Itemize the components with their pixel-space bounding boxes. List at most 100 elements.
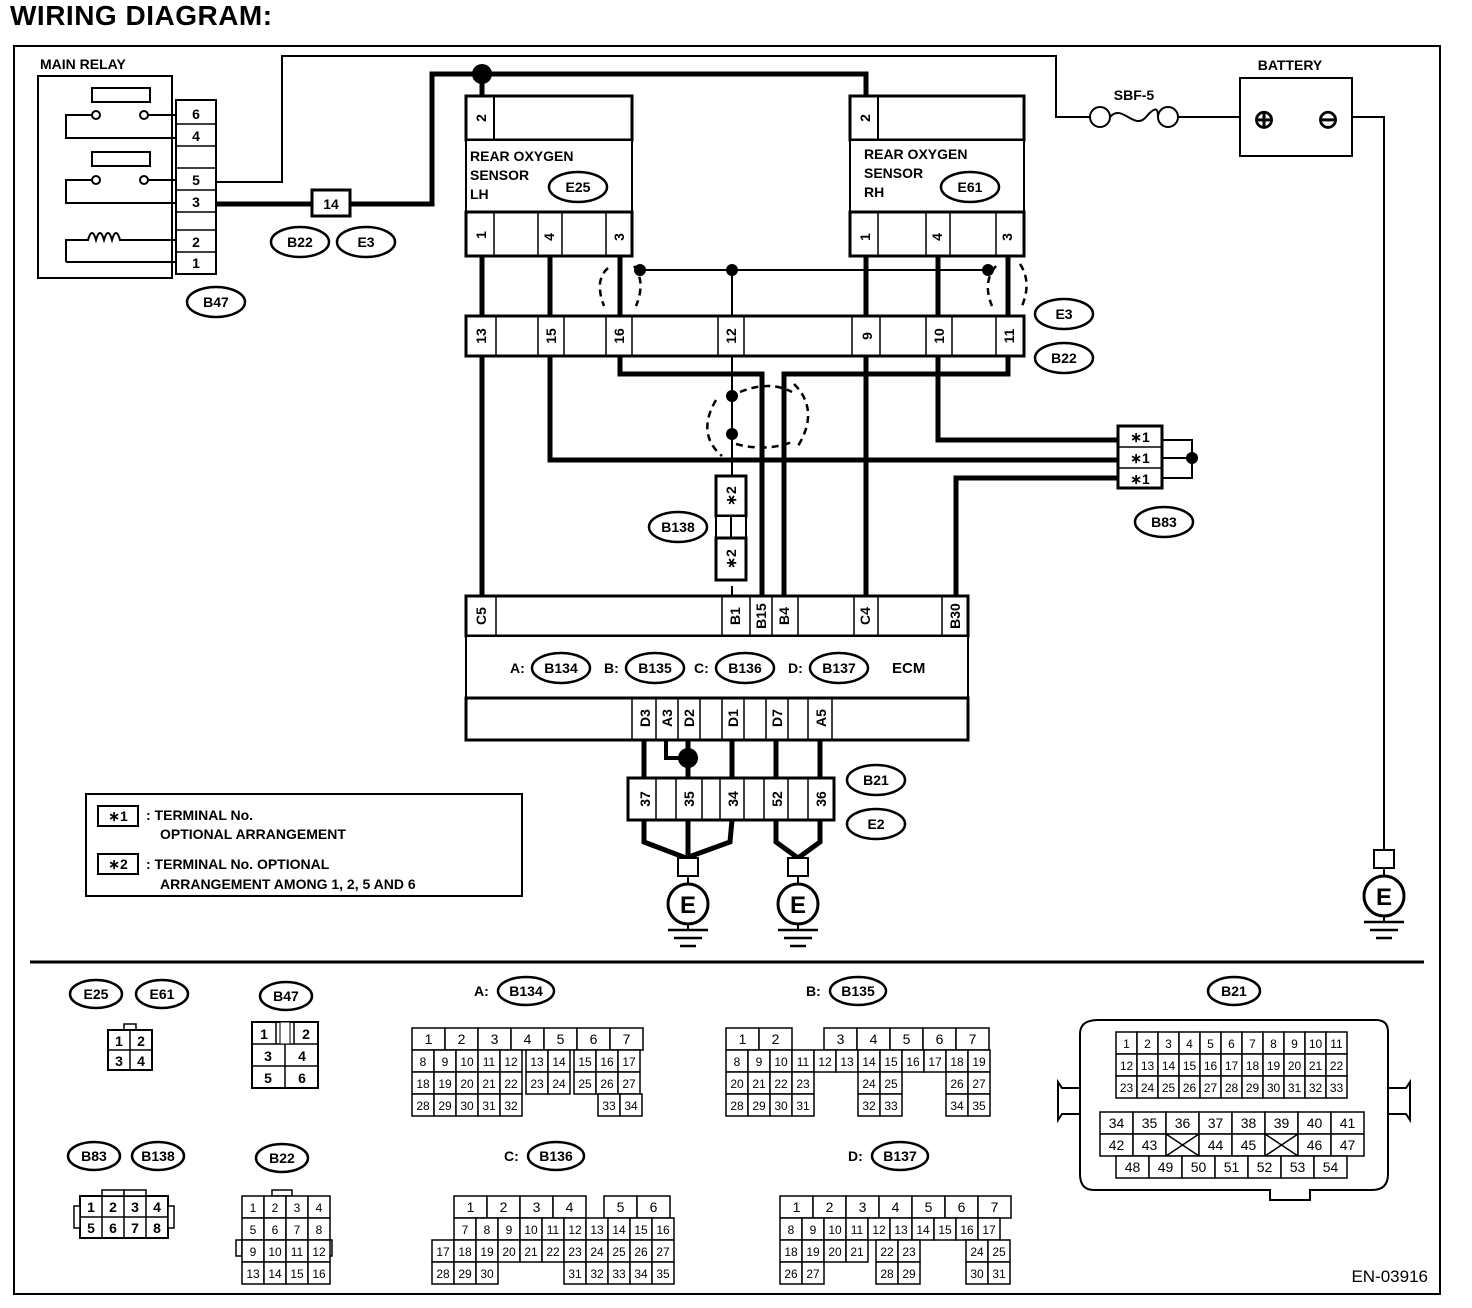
pin-cell xyxy=(1313,1155,1348,1179)
pin-number: 11 xyxy=(483,1055,496,1069)
svg-text:7: 7 xyxy=(131,1220,139,1236)
pin-number: 32 xyxy=(590,1267,604,1281)
signal-wires xyxy=(479,256,1193,596)
splice-point xyxy=(634,264,646,276)
pin-number: 12 xyxy=(1120,1059,1134,1073)
pin-cell xyxy=(897,1261,921,1285)
svg-text:B134: B134 xyxy=(509,983,543,999)
fuse-sbf5: SBF-5 xyxy=(1089,87,1179,128)
pin-number: 15 xyxy=(290,1267,304,1281)
pin-number: 22 xyxy=(1330,1059,1344,1073)
pin-number: 5 xyxy=(1207,1037,1214,1051)
svg-text:OPTIONAL ARRANGEMENT: OPTIONAL ARRANGEMENT xyxy=(160,826,346,842)
svg-text:∗1: ∗1 xyxy=(108,808,128,824)
splice-point xyxy=(1186,452,1198,464)
svg-text:1: 1 xyxy=(473,231,489,239)
pin-number: 29 xyxy=(752,1099,766,1113)
svg-text:∗2: ∗2 xyxy=(723,549,739,569)
svg-text:1: 1 xyxy=(260,1026,268,1042)
rear-oxygen-sensor-lh: 2 REAR OXYGEN SENSOR LH E25 1 4 3 xyxy=(464,94,634,258)
svg-text:∗2: ∗2 xyxy=(723,486,739,506)
svg-text:D2: D2 xyxy=(681,709,697,727)
pin-number: 24 xyxy=(1141,1081,1155,1095)
pin-number: 24 xyxy=(590,1245,604,1259)
svg-text:2: 2 xyxy=(109,1199,117,1215)
pin-number: 16 xyxy=(312,1267,326,1281)
pin-number: 10 xyxy=(268,1245,282,1259)
svg-text:B21: B21 xyxy=(1221,983,1247,999)
pin-number: 17 xyxy=(622,1055,636,1069)
pin-number: 34 xyxy=(634,1267,648,1281)
pin-number: 31 xyxy=(568,1267,582,1281)
pin-number: 38 xyxy=(1241,1115,1257,1131)
pin-number: 7 xyxy=(991,1199,999,1215)
pin-number: 1 xyxy=(250,1201,257,1215)
pin-number: 44 xyxy=(1208,1137,1224,1153)
svg-text:∗2: ∗2 xyxy=(108,856,128,872)
pin-number: 20 xyxy=(1288,1059,1302,1073)
pin-number: 22 xyxy=(774,1077,788,1091)
pin-number: 33 xyxy=(612,1267,626,1281)
pin-number: 1 xyxy=(1123,1037,1130,1051)
joint-connector-14: 14 B22 E3 xyxy=(269,188,397,259)
battery: BATTERY ⊕ ⊖ xyxy=(1239,57,1353,157)
pin-number: 40 xyxy=(1307,1115,1323,1131)
svg-text:1: 1 xyxy=(857,233,873,241)
svg-text:4: 4 xyxy=(137,1053,145,1069)
pin-number: 6 xyxy=(590,1031,598,1047)
pin-number: 19 xyxy=(806,1245,820,1259)
pin-number: 48 xyxy=(1125,1159,1141,1175)
pin-number: 18 xyxy=(458,1245,472,1259)
splice-point xyxy=(678,748,698,768)
pin-number: 1 xyxy=(739,1031,747,1047)
pin-number: 49 xyxy=(1158,1159,1174,1175)
relay-terminal: 6 xyxy=(192,106,200,122)
pin-number: 21 xyxy=(482,1077,496,1091)
pin-number: 35 xyxy=(656,1267,670,1281)
svg-text:∗1: ∗1 xyxy=(1130,471,1150,487)
splice-point xyxy=(726,390,738,402)
svg-text:B:: B: xyxy=(604,660,619,676)
pin-number: 2 xyxy=(272,1201,279,1215)
svg-text:5: 5 xyxy=(87,1220,95,1236)
connector-b21: 37 35 34 52 36 B21 E2 xyxy=(626,763,907,841)
svg-text:A:: A: xyxy=(474,983,489,999)
pin-cell xyxy=(967,1093,991,1117)
pin-number: 46 xyxy=(1307,1137,1323,1153)
svg-text:B83: B83 xyxy=(1151,514,1177,530)
svg-text:B4: B4 xyxy=(776,607,792,625)
relay-terminal: 2 xyxy=(192,234,200,250)
svg-text:3: 3 xyxy=(611,233,627,241)
pin-cell xyxy=(499,1093,523,1117)
pin-number: 9 xyxy=(810,1223,817,1237)
pin-number: 12 xyxy=(504,1055,518,1069)
ecm: C5 B1 B15 B4 C4 B30 A: B134 B: B135 C: B… xyxy=(464,594,970,742)
pin-number: 23 xyxy=(568,1245,582,1259)
splice-point xyxy=(726,428,738,440)
svg-text:5: 5 xyxy=(264,1070,272,1086)
svg-text:37: 37 xyxy=(637,791,653,807)
svg-text:B:: B: xyxy=(806,983,821,999)
pin-number: 15 xyxy=(634,1223,648,1237)
pin-number: 50 xyxy=(1191,1159,1207,1175)
svg-text:10: 10 xyxy=(931,328,947,344)
pin-number: 25 xyxy=(612,1245,626,1259)
svg-text:LH: LH xyxy=(470,186,489,202)
svg-text:BATTERY: BATTERY xyxy=(1258,57,1323,73)
svg-text:ARRANGEMENT AMONG 1, 2, 5 AND: ARRANGEMENT AMONG 1, 2, 5 AND 6 xyxy=(160,876,416,892)
pin-number: 34 xyxy=(1109,1115,1125,1131)
pin-number: 15 xyxy=(938,1223,952,1237)
pin-number: 18 xyxy=(416,1077,430,1091)
pin-number: 25 xyxy=(578,1077,592,1091)
svg-text:B30: B30 xyxy=(947,603,963,629)
pin-number: 17 xyxy=(436,1245,450,1259)
svg-text:35: 35 xyxy=(681,791,697,807)
relay-terminal: 4 xyxy=(192,128,200,144)
pin-number: 3 xyxy=(533,1199,541,1215)
pin-cell xyxy=(987,1261,1011,1285)
pin-number: 24 xyxy=(970,1245,984,1259)
pin-number: 6 xyxy=(958,1199,966,1215)
pin-cell xyxy=(307,1261,331,1285)
svg-text:B47: B47 xyxy=(273,988,299,1004)
